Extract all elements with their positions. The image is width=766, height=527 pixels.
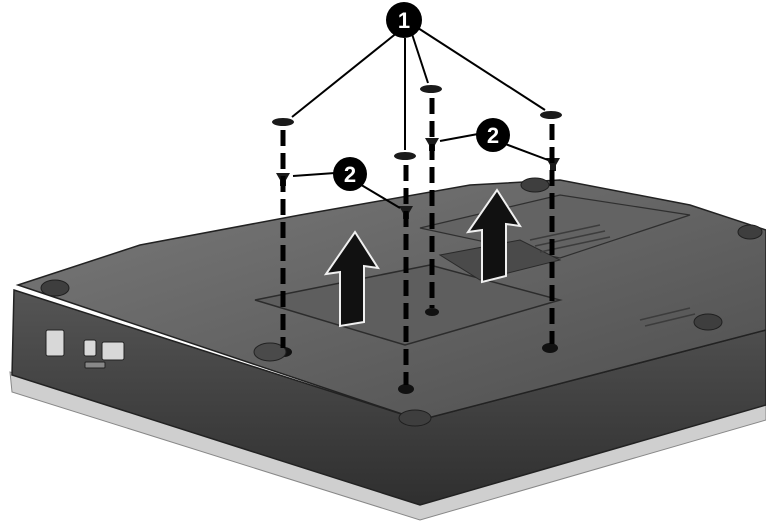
leader-1-to-screw-1c: [411, 33, 429, 84]
callout-leader-lines: [291, 27, 549, 209]
callout-1: 1: [386, 2, 422, 38]
leader-2-to-screw-2c: [439, 133, 479, 142]
callout-2-right-label: 2: [487, 123, 499, 148]
screw-1a: [272, 118, 294, 126]
rubber-feet: [40, 177, 763, 427]
leader-2-to-screw-2d: [499, 141, 549, 161]
leader-1-to-screw-1d: [417, 27, 546, 111]
lift-arrows: [323, 188, 523, 328]
callout-1-label: 1: [398, 8, 410, 33]
callout-2-left-label: 2: [344, 162, 356, 187]
callout-2-left: 2: [333, 157, 367, 191]
lift-arrow-right: [465, 188, 523, 284]
callout-2-right: 2: [476, 118, 510, 152]
leader-1-to-screw-1a: [291, 31, 399, 118]
laptop-chassis: [9, 177, 766, 521]
leader-2-to-screw-2a: [292, 172, 336, 177]
side-ports: [45, 329, 125, 369]
screws-item-1: [272, 85, 562, 160]
lift-arrow-left: [323, 230, 381, 328]
screw-1b: [394, 152, 416, 160]
screw-alignment-lines: [280, 98, 555, 385]
screw-1c: [420, 85, 442, 93]
screw-1d: [540, 111, 562, 119]
screw-hole-boss: [253, 342, 287, 362]
leader-2-to-screw-2b: [357, 182, 401, 209]
